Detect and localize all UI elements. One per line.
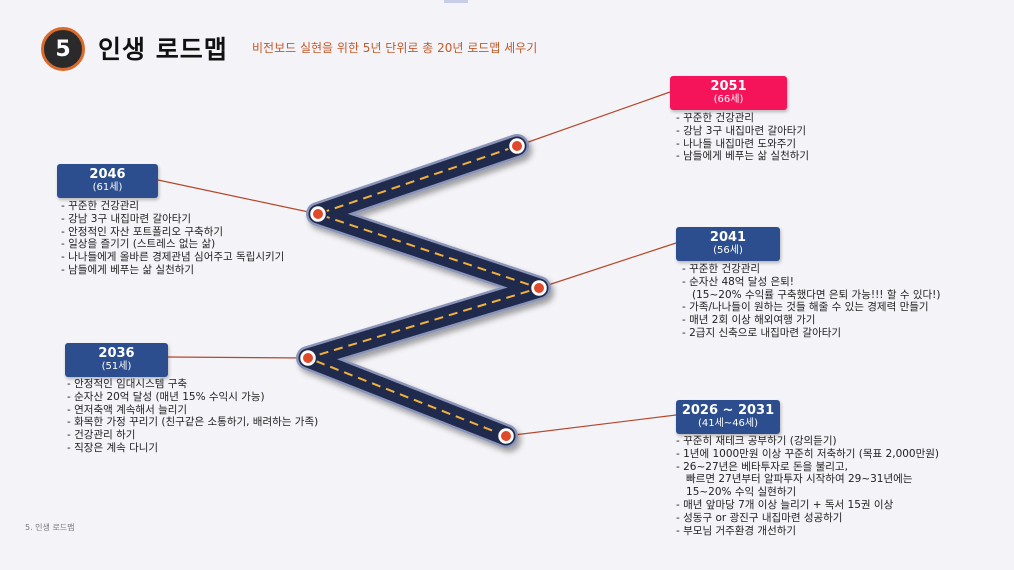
- footer-label: 5. 인생 로드맵: [25, 523, 75, 532]
- goal-item: 빠르면 27년부터 알파투자 시작하여 29~31년에는: [676, 473, 913, 486]
- milestone-2036-goals: - 안정적인 임대시스템 구축 - 순자산 20억 달성 (매년 15% 수익시…: [67, 378, 318, 455]
- milestone-2046-goals: - 꾸준한 건강관리 - 강남 3구 내집마련 갈아타기 - 안정적인 자산 포…: [61, 200, 284, 277]
- top-strip: [444, 0, 468, 3]
- goal-item: - 직장은 계속 다니기: [67, 441, 159, 454]
- milestone-2046-age: (61세): [92, 182, 123, 193]
- milestone-2051-year: 2051: [710, 79, 747, 94]
- goal-item: - 연저축액 계속해서 늘리기: [67, 403, 188, 416]
- milestone-2046-box: 2046 (61세): [57, 164, 158, 198]
- milestone-2041-box: 2041 (56세): [676, 227, 780, 261]
- milestone-2036-year: 2036: [98, 346, 135, 361]
- goal-item: - 강남 3구 내집마련 갈아타기: [676, 124, 807, 137]
- milestone-2036-box: 2036 (51세): [65, 343, 168, 377]
- goal-item: - 순자산 48억 달성 은퇴!: [682, 275, 794, 288]
- milestone-2051-goals: - 꾸준한 건강관리 - 강남 3구 내집마련 갈아타기 - 나나들 내집마련 …: [676, 112, 809, 163]
- pin-2036: [298, 348, 318, 368]
- goal-item: - 꾸준한 건강관리: [682, 263, 761, 275]
- goal-item: - 가족/나나들이 원하는 것들 해줄 수 있는 경제력 만들기: [682, 301, 929, 314]
- milestone-2026-goals: - 꾸준히 재테크 공부하기 (강의듣기) - 1년에 1000만원 이상 꾸준…: [676, 435, 939, 537]
- goal-item: - 부모님 거주환경 개선하기: [676, 524, 797, 537]
- goal-item: - 남들에게 베푸는 삶 실천하기: [676, 150, 810, 163]
- road-path: [296, 134, 551, 448]
- goal-item: - 화목한 가정 꾸리기 (친구같은 소통하기, 배려하는 가족): [67, 416, 319, 429]
- milestone-2026-age: (41세~46세): [697, 418, 759, 429]
- pin-2051: [507, 136, 527, 156]
- milestone-2041-goals: - 꾸준한 건강관리 - 순자산 48억 달성 은퇴! (15~20% 수익률 …: [682, 263, 940, 340]
- page-title: 인생 로드맵: [98, 35, 228, 64]
- goal-item: 15~20% 수익 실현하기: [676, 486, 797, 499]
- goal-item: - 안정적인 임대시스템 구축: [67, 378, 188, 390]
- milestone-2036-age: (51세): [101, 361, 132, 372]
- goal-item: - 성동구 or 광진구 내집마련 성공하기: [676, 511, 843, 524]
- milestone-2051-box: 2051 (66세): [670, 76, 787, 110]
- goal-item: - 꾸준한 건강관리: [676, 112, 755, 124]
- connector-2051: [516, 91, 671, 147]
- milestone-2041-age: (56세): [713, 245, 743, 256]
- connector-2036: [167, 356, 309, 359]
- milestone-2026-year: 2026 ~ 2031: [681, 403, 775, 418]
- goal-item: - 일상을 즐기기 (스트레스 없는 삶): [61, 238, 216, 251]
- milestone-2026-box: 2026 ~ 2031 (41세~46세): [676, 400, 780, 434]
- goal-item: - 안정적인 자산 포트폴리오 구축하기: [61, 225, 224, 238]
- connector-2026: [505, 414, 677, 437]
- goal-item: - 꾸준한 건강관리: [61, 200, 140, 212]
- pin-2026: [496, 426, 516, 446]
- goal-item: - 건강관리 하기: [67, 429, 136, 442]
- goal-item: - 26~27년은 베타투자로 돈을 불리고,: [676, 460, 848, 473]
- page-subtitle: 비전보드 실현을 위한 5년 단위로 총 20년 로드맵 세우기: [252, 41, 538, 55]
- milestone-2046-year: 2046: [89, 167, 126, 182]
- goal-item: - 순자산 20억 달성 (매년 15% 수익시 가능): [67, 390, 265, 403]
- connector-2046: [157, 179, 319, 215]
- goal-item: - 매년 2회 이상 해외여행 가기: [682, 314, 816, 327]
- milestone-2041-year: 2041: [709, 230, 747, 245]
- goal-item: - 1년에 1000만원 이상 꾸준히 저축하기 (목표 2,000만원): [676, 447, 940, 460]
- goal-item: - 2급지 신축으로 내집마련 갈아타기: [682, 326, 842, 339]
- milestone-2051-age: (66세): [713, 94, 744, 105]
- goal-item: - 매년 앞마당 7개 이상 늘리기 + 독서 15권 이상: [676, 498, 894, 511]
- pin-2041: [529, 278, 549, 298]
- connector-2041: [538, 242, 677, 289]
- section-number-badge: 5: [41, 27, 85, 71]
- goal-item: - 남들에게 베푸는 삶 실천하기: [61, 263, 195, 276]
- pin-2046: [308, 204, 328, 224]
- goal-item: - 나나들 내집마련 도와주기: [676, 137, 797, 150]
- goal-item: - 나나들에게 올바른 경제관념 심어주고 독립시키기: [61, 251, 285, 264]
- goal-item: (15~20% 수익률 구축했다면 은퇴 가능!!! 할 수 있다!): [682, 288, 941, 301]
- goal-item: - 강남 3구 내집마련 갈아타기: [61, 212, 192, 225]
- goal-item: - 꾸준히 재테크 공부하기 (강의듣기): [676, 435, 837, 447]
